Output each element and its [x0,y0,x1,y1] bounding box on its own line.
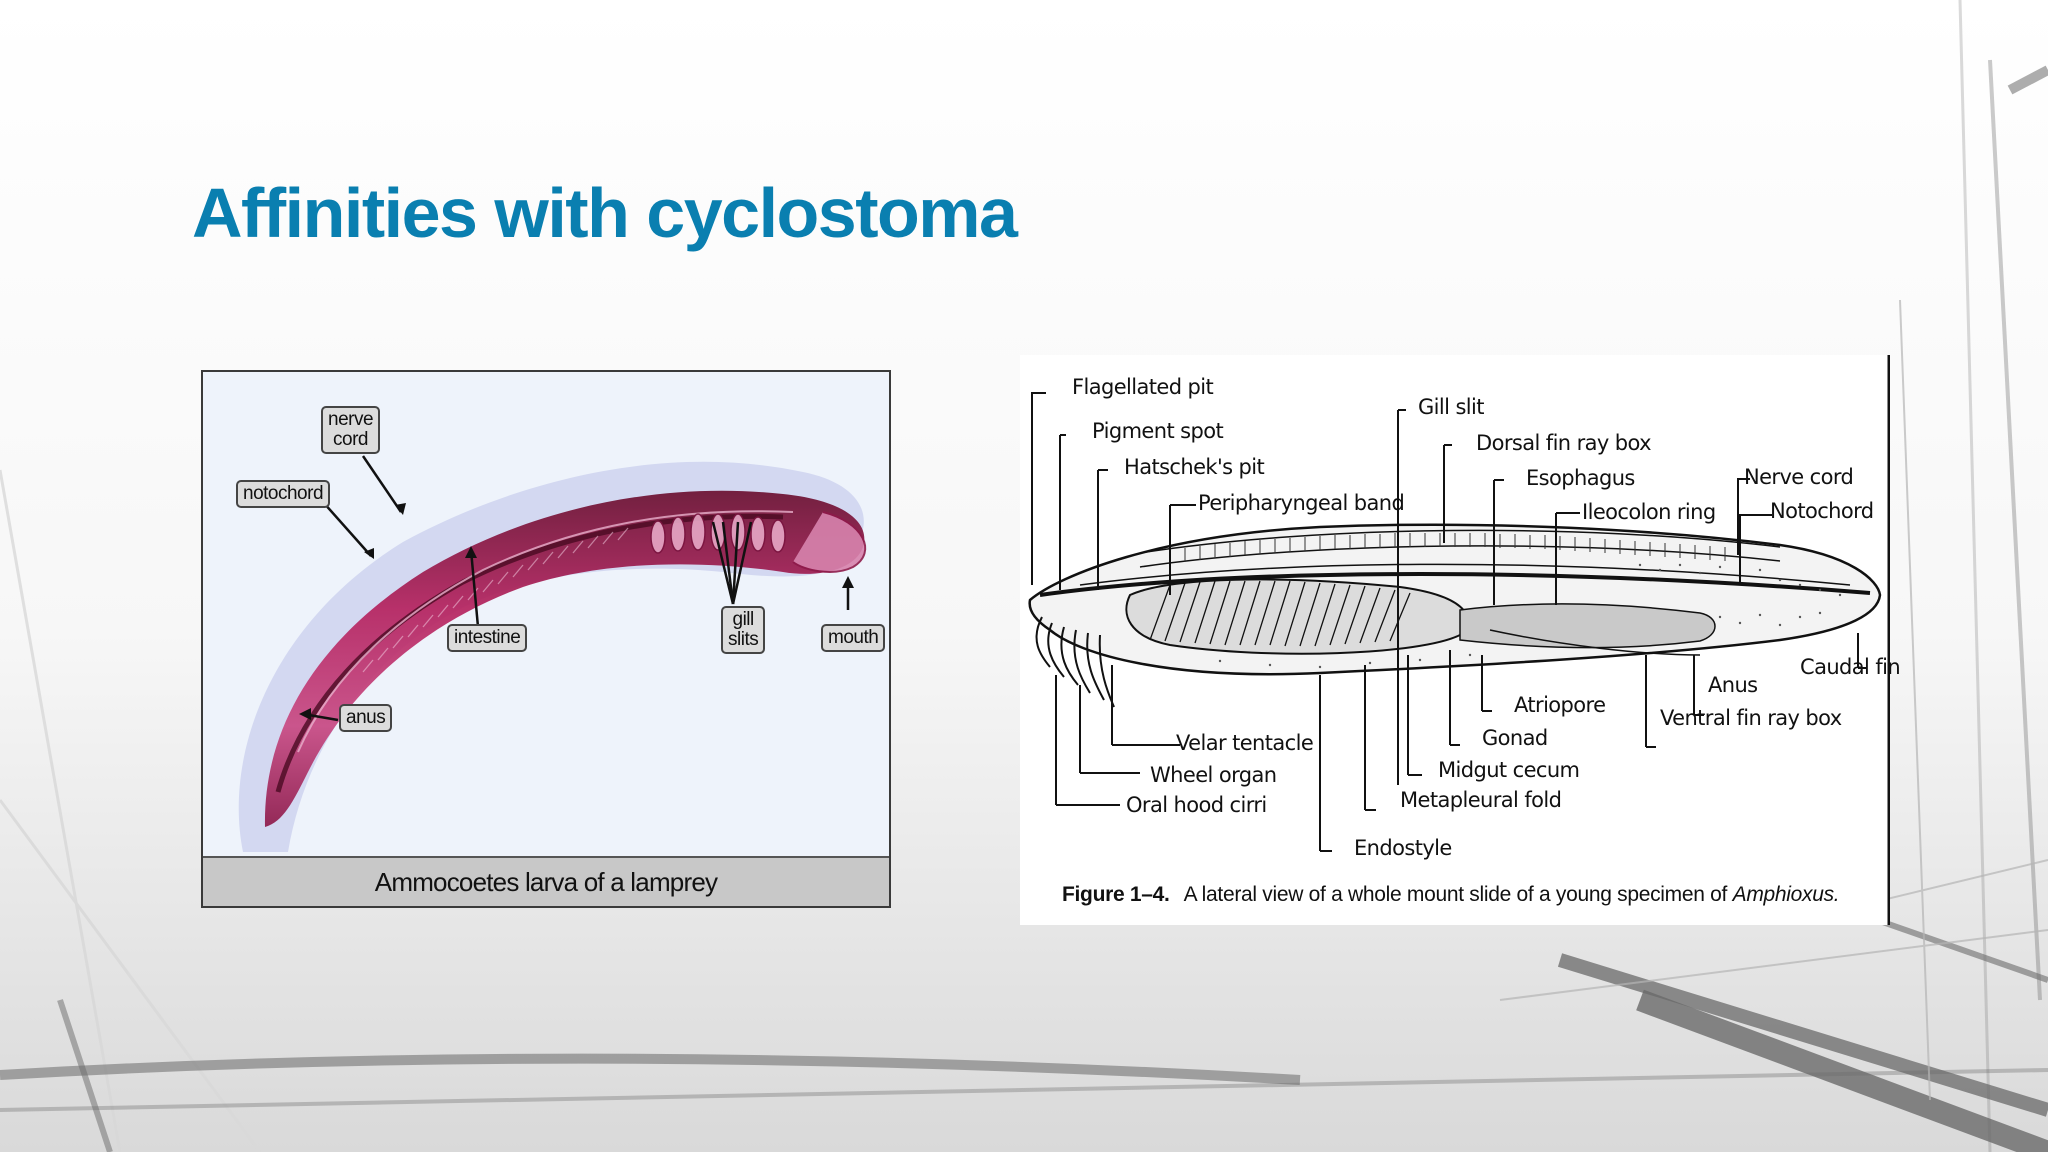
gill-slits-label: gill slits [721,606,766,654]
esophagus-label: Esophagus [1526,466,1635,490]
nerve-cord-label: nerve cord [321,406,381,454]
intestine-label: intestine [447,624,528,652]
caption-species: Amphioxus. [1732,883,1840,906]
midgut-cecum-label: Midgut cecum [1438,758,1580,782]
atriopore-label: Atriopore [1514,693,1606,717]
oral-hood-cirri-label: Oral hood cirri [1126,793,1267,817]
anus-label: anus [339,704,393,732]
mouth-label: mouth [821,624,886,652]
velar-tentacle-label: Velar tentacle [1176,731,1314,755]
ammocoetes-figure: nerve cord notochord intestine gill slit… [201,370,891,908]
gill-slit-label: Gill slit [1418,395,1485,419]
caudal-fin-label: Caudal fin [1800,655,1901,679]
notochord-label: notochord [236,480,331,508]
wheel-organ-label: Wheel organ [1150,763,1277,787]
ventral-fin-ray-box-label: Ventral fin ray box [1660,706,1842,730]
slide-title: Affinities with cyclostoma [192,174,1018,252]
flagellated-pit-label: Flagellated pit [1072,375,1214,399]
dorsal-fin-ray-box-label: Dorsal fin ray box [1476,431,1652,455]
gonad-label: Gonad [1482,726,1548,750]
endostyle-label: Endostyle [1354,836,1452,860]
amphioxus-figure: Flagellated pit Pigment spot Hatschek's … [1020,355,1901,925]
ammocoetes-illustration [238,455,867,852]
ammocoetes-caption: Ammocoetes larva of a lamprey [203,856,889,906]
caption-text: A lateral view of a whole mount slide of… [1183,883,1728,906]
metapleural-fold-label: Metapleural fold [1400,788,1562,812]
hatscheks-pit-label: Hatschek's pit [1124,455,1265,479]
amphioxus-illustration [1028,355,1890,925]
anus-label-right: Anus [1708,673,1758,697]
gill-bars-pattern [1149,580,1411,647]
oral-cirri-pattern [1035,616,1115,708]
stipple-pattern [1218,563,1842,669]
pigment-spot-label: Pigment spot [1092,419,1224,443]
amphioxus-caption: Figure 1–4. A lateral view of a whole mou… [1062,883,1840,907]
peripharyngeal-band-label: Peripharyngeal band [1198,491,1405,515]
ileocolon-ring-label: Ileocolon ring [1582,500,1716,524]
figure-number: Figure 1–4. [1062,883,1170,906]
nerve-cord-label-right: Nerve cord [1744,465,1854,489]
notochord-label-right: Notochord [1770,499,1874,523]
